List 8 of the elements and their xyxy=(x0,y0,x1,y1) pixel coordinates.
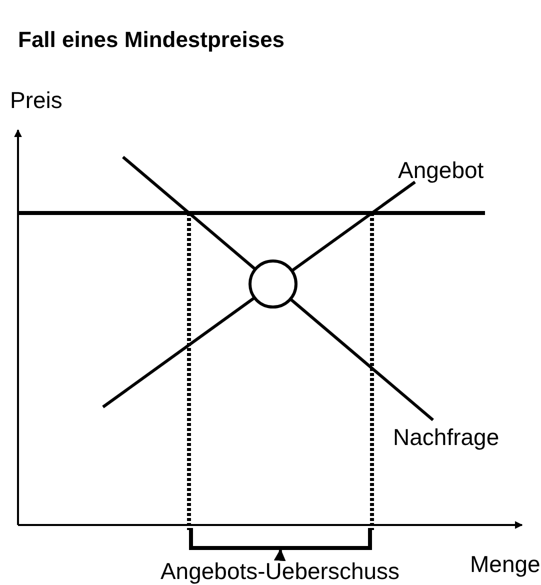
axis-label: Angebot xyxy=(398,158,484,184)
annotation-text: Angebots-Ueberschuss xyxy=(135,558,425,585)
axis-label: Menge xyxy=(470,552,540,578)
title: Fall eines Mindestpreises xyxy=(18,28,285,52)
bracket xyxy=(189,528,372,550)
axis-label: Nachfrage xyxy=(393,425,500,450)
axis-label: Preis xyxy=(10,88,62,114)
arrow xyxy=(274,548,286,562)
